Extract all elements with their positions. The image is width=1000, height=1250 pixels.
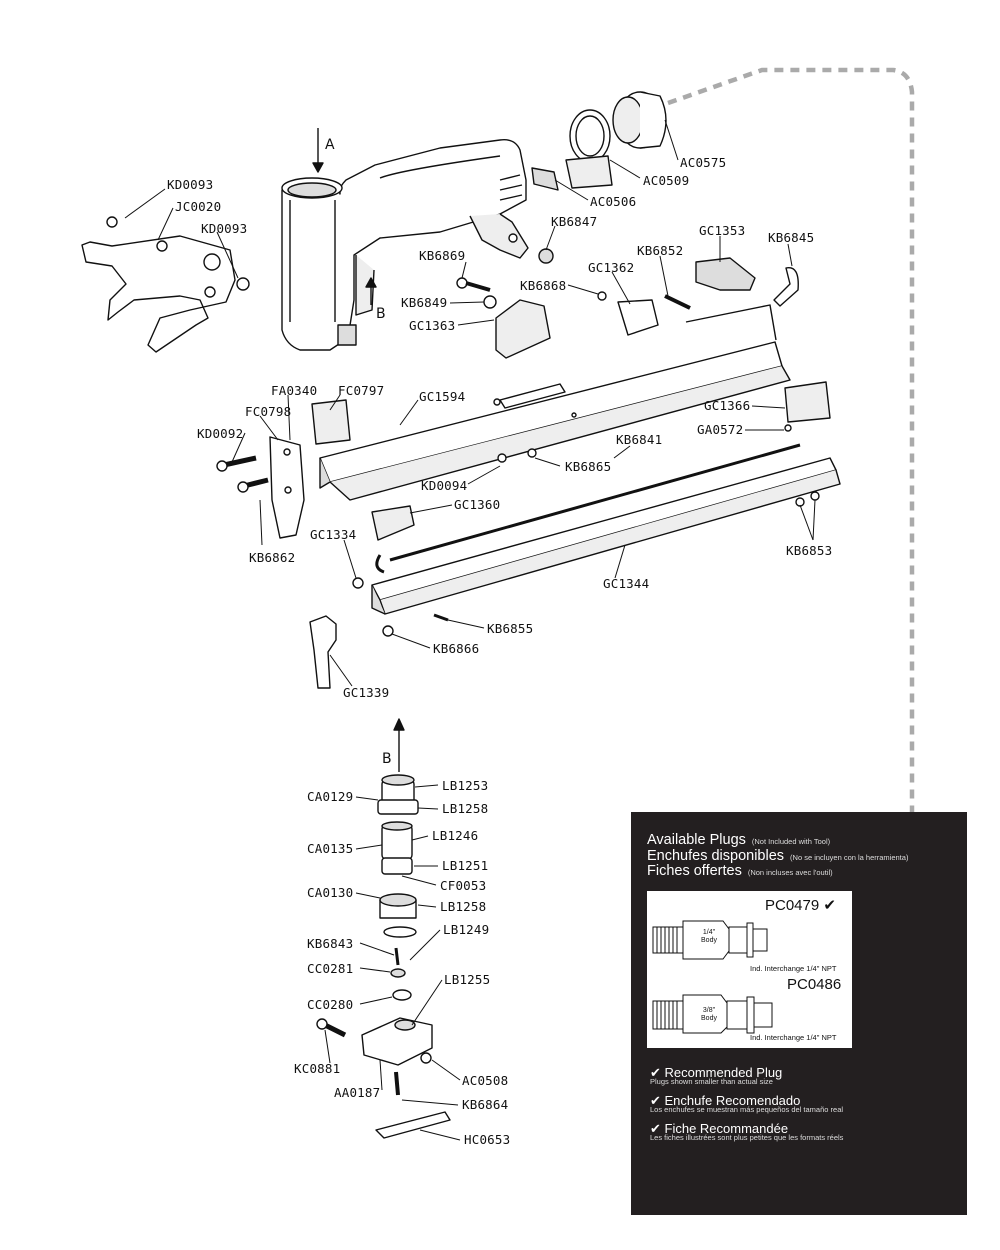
part-label: GC1594 xyxy=(419,389,466,404)
part-label: GC1362 xyxy=(588,260,635,275)
heading-title: Available Plugs xyxy=(647,832,746,848)
driver-blade xyxy=(309,615,337,689)
panel-heading-en: Available Plugs (Not Included with Tool) xyxy=(647,831,830,848)
heading-title: Enchufes disponibles xyxy=(647,848,785,864)
direction-arrows xyxy=(312,128,405,772)
part-label: KB6864 xyxy=(462,1097,509,1112)
part-label: KB6841 xyxy=(616,432,663,447)
part-label: KD0093 xyxy=(201,221,248,236)
part-label: KB6853 xyxy=(786,543,833,558)
part-label: KD0093 xyxy=(167,177,214,192)
marker-b-top: B xyxy=(376,306,386,322)
part-label: GC1339 xyxy=(343,685,390,700)
valve-stack xyxy=(316,774,451,1139)
part-label: AC0575 xyxy=(680,155,727,170)
lower-magazine xyxy=(352,381,841,637)
upper-magazine xyxy=(319,304,791,501)
plug-panel: Available Plugs(Not Included with Tool) … xyxy=(631,812,967,1215)
plug-code-text: PC0486 xyxy=(787,976,842,993)
plug-note: Ind. Interchange 1/4" NPT xyxy=(750,964,837,973)
panel-heading-es: Enchufes disponibles (No se incluyen con … xyxy=(647,847,908,864)
heading-title: Fiches offertes xyxy=(647,863,742,879)
part-label: CA0129 xyxy=(307,789,354,804)
leader-lines xyxy=(124,119,816,1141)
recommended-en: ✔ Recommended Plug xyxy=(650,1064,782,1080)
plug-pc0486-drawing xyxy=(652,994,773,1034)
part-label: KB6849 xyxy=(401,295,448,310)
part-label: AA0187 xyxy=(334,1085,381,1100)
plug-body-label: 1/4" Body xyxy=(701,929,717,944)
recommended-note: Plugs shown smaller than actual size xyxy=(650,1077,773,1086)
part-label: KD0092 xyxy=(197,426,244,441)
part-label: LB1249 xyxy=(443,922,490,937)
marker-b-bottom: B xyxy=(382,751,392,767)
part-label: GC1366 xyxy=(704,398,751,413)
recommended-title: ✔ Recommended Plug xyxy=(650,1065,783,1080)
part-label: KB6847 xyxy=(551,214,598,229)
plug-code: PC0486 xyxy=(787,977,841,992)
part-label: GC1360 xyxy=(454,497,501,512)
part-label: FC0797 xyxy=(338,383,385,398)
part-label: FA0340 xyxy=(271,383,318,398)
part-label: KC0881 xyxy=(294,1061,341,1076)
plug-body-label: 3/8" Body xyxy=(701,1007,717,1022)
part-label: KB6855 xyxy=(487,621,534,636)
plug-note: Ind. Interchange 1/4" NPT xyxy=(750,1033,837,1042)
part-label: CA0130 xyxy=(307,885,354,900)
recommended-note: Les fiches illustrées sont plus petites … xyxy=(650,1133,844,1142)
part-label: KB6865 xyxy=(565,459,612,474)
part-label: GC1363 xyxy=(409,318,456,333)
part-label: KB6852 xyxy=(637,243,684,258)
part-label: CC0281 xyxy=(307,961,354,976)
part-label: LB1258 xyxy=(440,899,487,914)
part-label: KB6862 xyxy=(249,550,296,565)
part-label: LB1258 xyxy=(442,801,489,816)
recommended-es: ✔ Enchufe Recomendado xyxy=(650,1092,800,1108)
part-label: HC0653 xyxy=(464,1132,511,1147)
part-label: GC1334 xyxy=(310,527,357,542)
part-label: KB6845 xyxy=(768,230,815,245)
part-label: AC0508 xyxy=(462,1073,509,1088)
recommended-note: Los enchufes se muestran más pequeños de… xyxy=(650,1105,844,1114)
heading-note: (Not Included with Tool) xyxy=(751,837,831,846)
part-label: JC0020 xyxy=(175,199,222,214)
plug-code: PC0479 ✔ xyxy=(765,898,836,913)
part-label: KB6866 xyxy=(433,641,480,656)
check-icon: ✔ xyxy=(823,897,836,914)
part-label: LB1255 xyxy=(444,972,491,987)
part-label: GC1344 xyxy=(603,576,650,591)
part-label: GA0572 xyxy=(697,422,744,437)
nose-parts xyxy=(216,399,351,539)
part-label: KB6868 xyxy=(520,278,567,293)
part-label: CA0135 xyxy=(307,841,354,856)
part-label: KB6843 xyxy=(307,936,354,951)
part-label: AC0506 xyxy=(590,194,637,209)
plug-card: PC0479 ✔ 1/4" Body Ind. Interchange 1/4"… xyxy=(647,891,852,1048)
part-label: KB6869 xyxy=(419,248,466,263)
recommended-title: ✔ Fiche Recommandée xyxy=(650,1121,789,1136)
panel-heading-fr: Fiches offertes (Non incluses avec l'outi… xyxy=(647,862,833,879)
recommended-title: ✔ Enchufe Recomendado xyxy=(650,1093,801,1108)
part-label: LB1251 xyxy=(442,858,489,873)
part-label: LB1246 xyxy=(432,828,479,843)
part-label: LB1253 xyxy=(442,778,489,793)
heading-note: (Non incluses avec l'outil) xyxy=(747,868,833,877)
part-label: CF0053 xyxy=(440,878,487,893)
cap-parts xyxy=(531,91,667,191)
part-label: GC1353 xyxy=(699,223,746,238)
plug-pc0479-drawing xyxy=(652,920,768,960)
plug-code-text: PC0479 xyxy=(765,897,820,914)
housing-body xyxy=(281,139,529,351)
part-label: CC0280 xyxy=(307,997,354,1012)
trigger-parts xyxy=(456,248,799,359)
part-label: FC0798 xyxy=(245,404,292,419)
recommended-fr: ✔ Fiche Recommandée xyxy=(650,1120,788,1136)
part-label: KD0094 xyxy=(421,478,468,493)
part-label: AC0509 xyxy=(643,173,690,188)
marker-a-top: A xyxy=(325,137,335,153)
line-art xyxy=(81,91,841,1139)
heading-note: (No se incluyen con la herramienta) xyxy=(790,853,909,862)
hanger-bracket xyxy=(81,216,250,353)
